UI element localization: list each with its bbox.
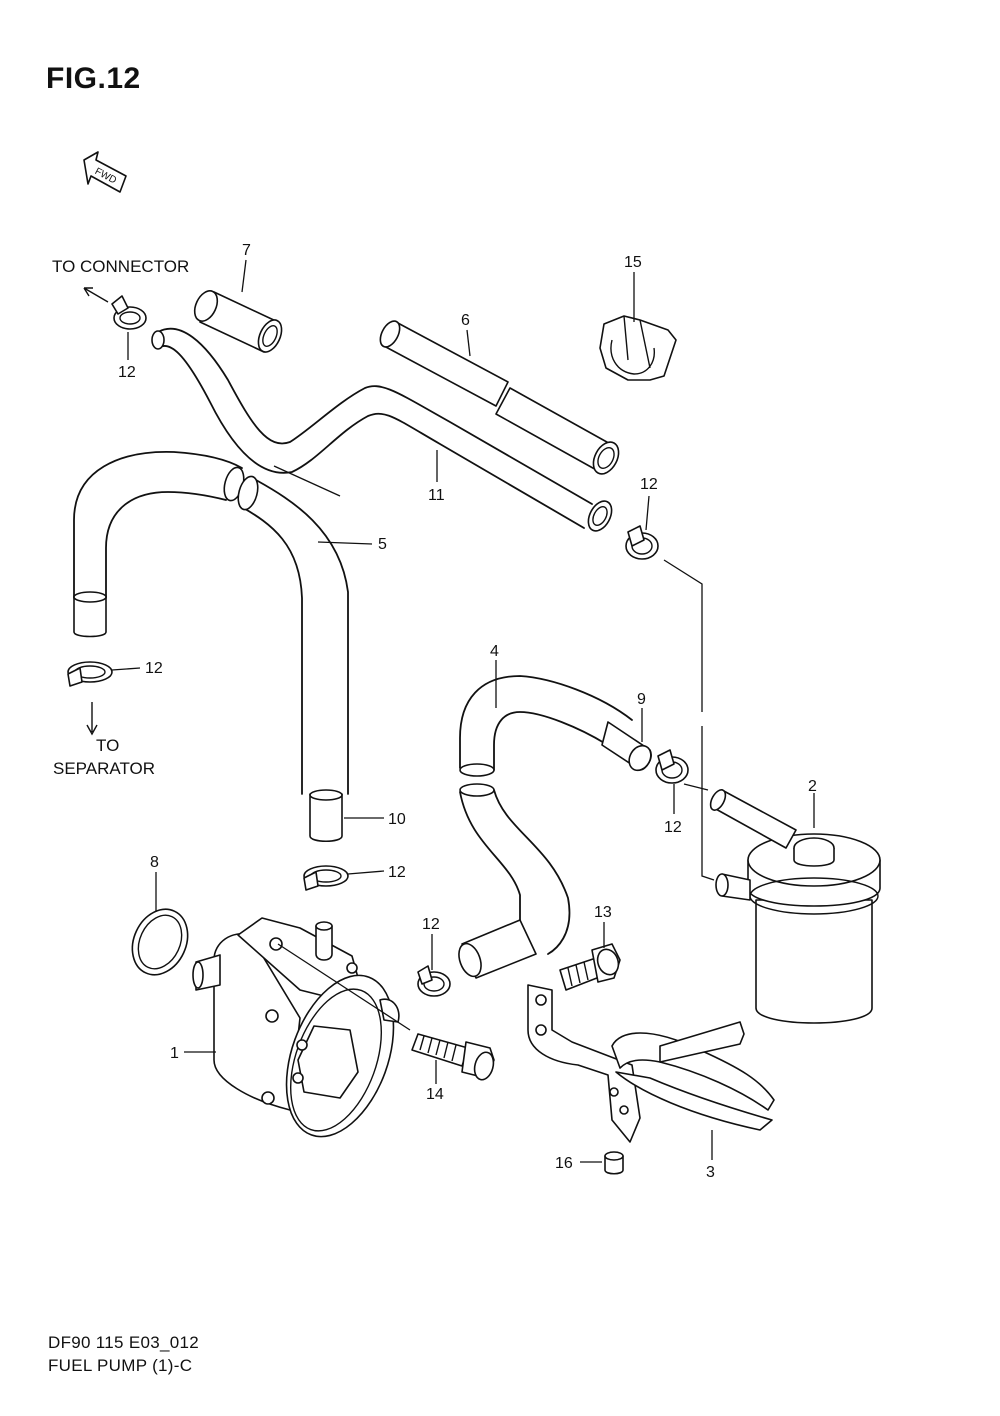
note-to-connector: TO CONNECTOR <box>52 257 189 276</box>
callout-12-filter: 12 <box>664 819 682 836</box>
part-13-bolt <box>559 943 621 991</box>
callout-12-top-left: 12 <box>118 364 136 381</box>
callout-16: 16 <box>555 1155 573 1172</box>
fwd-arrow-icon: FWD <box>83 151 127 193</box>
connection-line-filter-upper <box>683 783 709 791</box>
callout-11: 11 <box>428 487 445 504</box>
callout-15: 15 <box>624 254 642 271</box>
part-3-bracket <box>527 984 775 1143</box>
part-8-o-ring <box>131 908 189 976</box>
drawing-name: FUEL PUMP (1)-C <box>48 1356 193 1375</box>
part-2-fuel-filter <box>709 789 881 1024</box>
callout-12-mid-right: 12 <box>640 476 658 493</box>
callout-3: 3 <box>706 1164 715 1181</box>
callout-1: 1 <box>170 1045 179 1062</box>
part-12-clamp-center <box>303 865 349 891</box>
callout-9: 9 <box>637 691 646 708</box>
part-7-short-hose <box>193 290 283 353</box>
part-14-bolt <box>411 1033 495 1081</box>
callout-10: 10 <box>388 811 406 828</box>
part-16-collar <box>604 1151 624 1175</box>
callout-6: 6 <box>461 312 470 329</box>
part-11-long-hose <box>151 327 613 532</box>
callout-8: 8 <box>150 854 159 871</box>
callout-5: 5 <box>378 536 387 553</box>
callout-2: 2 <box>808 778 817 795</box>
part-12-clamp-mid-right <box>625 525 659 560</box>
part-12-clamp-filter <box>655 749 689 784</box>
part-4-curved-hose <box>458 675 652 979</box>
part-12-clamp-top-left <box>111 295 147 330</box>
connection-line-hose-joint <box>273 465 341 497</box>
figure-title: FIG.12 <box>46 62 141 95</box>
arrow-to-connector-icon <box>83 287 109 303</box>
part-12-clamp-lower <box>417 965 451 997</box>
connection-line-filter <box>663 559 715 881</box>
callout-14: 14 <box>426 1086 444 1103</box>
part-5-bent-hose <box>73 451 349 843</box>
drawing-code: DF90 115 E03_012 <box>48 1333 199 1352</box>
part-1-fuel-pump <box>192 917 400 1138</box>
callout-4: 4 <box>490 643 499 660</box>
callout-12-center: 12 <box>388 864 406 881</box>
note-to: TO <box>96 736 119 755</box>
callout-12-left: 12 <box>145 660 163 677</box>
connection-line-pump-bolt <box>277 943 411 1031</box>
callout-7: 7 <box>242 242 251 259</box>
part-6-hose <box>379 320 620 475</box>
part-15-hose-clip <box>599 315 677 381</box>
part-12-clamp-left <box>67 661 113 687</box>
callout-13: 13 <box>594 904 612 921</box>
arrow-to-separator-icon <box>86 702 98 736</box>
note-separator: SEPARATOR <box>53 759 155 778</box>
callout-12-lower: 12 <box>422 916 440 933</box>
